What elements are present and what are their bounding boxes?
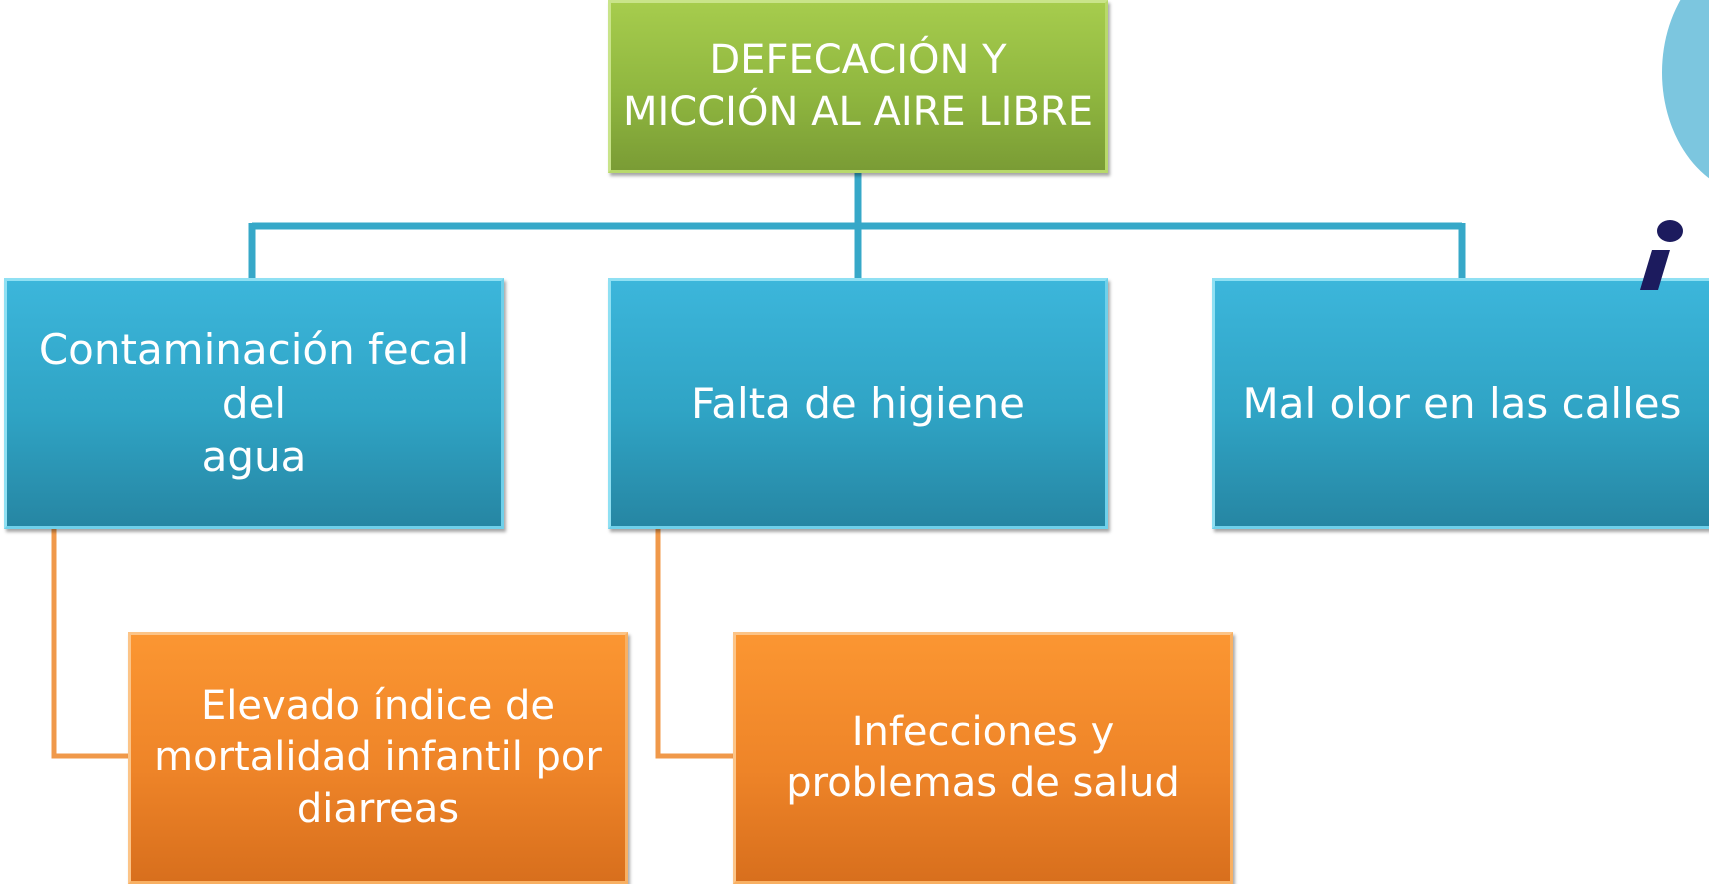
node-mortalidad: Elevado índice de mortalidad infantil po… <box>128 632 628 884</box>
node-contaminacion-line-2: agua <box>201 432 307 482</box>
connector-to-infecciones <box>655 528 733 759</box>
node-infecciones-text: Infecciones y problemas de salud <box>786 707 1180 809</box>
node-mortalidad-line-1: Elevado índice de <box>200 683 556 730</box>
connector-to-mortalidad <box>51 528 128 759</box>
node-root: DEFECACIÓN Y MICCIÓN AL AIRE LIBRE <box>608 0 1108 173</box>
node-root-line-2: MICCIÓN AL AIRE LIBRE <box>623 88 1093 135</box>
node-contaminacion-text: Contaminación fecal del agua <box>7 323 501 484</box>
node-infecciones: Infecciones y problemas de salud <box>733 632 1233 884</box>
node-olor: Mal olor en las calles <box>1212 278 1709 529</box>
node-olor-line-1: Mal olor en las calles <box>1242 378 1682 428</box>
node-contaminacion-line-1: Contaminación fecal del <box>38 324 470 428</box>
decorative-figure-head <box>1657 220 1683 242</box>
node-contaminacion: Contaminación fecal del agua <box>4 278 504 529</box>
node-mortalidad-text: Elevado índice de mortalidad infantil po… <box>154 681 602 835</box>
node-mortalidad-line-2: mortalidad infantil por <box>154 734 602 781</box>
node-infecciones-line-1: Infecciones y <box>851 708 1115 755</box>
node-higiene-line-1: Falta de higiene <box>690 378 1026 428</box>
node-root-line-1: DEFECACIÓN Y <box>709 37 1007 84</box>
node-higiene: Falta de higiene <box>608 278 1108 529</box>
node-mortalidad-line-3: diarreas <box>296 785 460 832</box>
node-infecciones-line-2: problemas de salud <box>786 760 1180 806</box>
node-higiene-text: Falta de higiene <box>691 377 1025 431</box>
node-root-text: DEFECACIÓN Y MICCIÓN AL AIRE LIBRE <box>623 35 1093 137</box>
node-olor-text: Mal olor en las calles <box>1242 377 1681 431</box>
